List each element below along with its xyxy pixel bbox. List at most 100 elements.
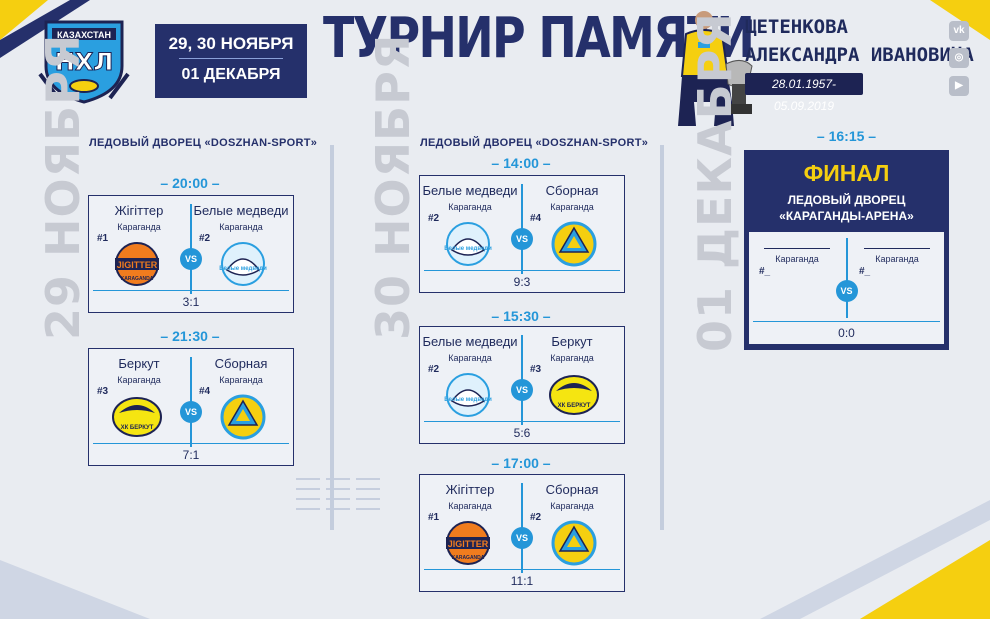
final-time: – 16:15 – bbox=[816, 128, 877, 144]
card-divider bbox=[845, 238, 848, 318]
game-time: – 21:30 – bbox=[160, 328, 220, 344]
youtube-icon[interactable]: ▶ bbox=[949, 76, 969, 96]
vs-badge: VS bbox=[511, 379, 533, 401]
column-divider bbox=[330, 145, 334, 530]
home-team-city: Караганда bbox=[117, 222, 161, 232]
player-with-cup-image bbox=[678, 11, 753, 126]
final-venue-line-1: ЛЕДОВЫЙ ДВОРЕЦ bbox=[787, 193, 906, 207]
away-team-seed: #_ bbox=[859, 266, 871, 277]
home-team-city: Караганда bbox=[448, 353, 492, 363]
away-team-city: Караганда bbox=[219, 375, 263, 385]
away-team-city: Караганда bbox=[550, 501, 594, 511]
home-team-seed: #1 bbox=[97, 233, 109, 244]
home-team-city: Караганда bbox=[117, 375, 161, 385]
away-team-name: Сборная bbox=[545, 183, 599, 198]
day-label-01-dec: 01 ДЕКАБРЯ bbox=[688, 12, 742, 352]
vs-badge: VS bbox=[835, 280, 858, 302]
berkut-logo: ХК БЕРКУТ bbox=[112, 397, 162, 437]
away-team-city: Караганда bbox=[219, 222, 263, 232]
honoree-lifespan: 28.01.1957-05.09.2019 bbox=[745, 73, 863, 113]
score-divider bbox=[753, 321, 940, 322]
home-team-placeholder bbox=[764, 248, 830, 249]
home-team-seed: #2 bbox=[428, 364, 440, 375]
zhigitter-sub-text: KARAGANDA bbox=[452, 555, 485, 561]
day1-venue: ЛЕДОВЫЙ ДВОРЕЦ «DOSZHAN-SPORT» bbox=[89, 137, 318, 149]
dates-divider bbox=[179, 58, 283, 59]
score-divider bbox=[93, 443, 289, 444]
away-team-name: Беркут bbox=[551, 334, 593, 349]
game-score: 11:1 bbox=[510, 574, 534, 588]
white-bears-text: Белые медведи bbox=[444, 246, 492, 252]
zhigitter-logo: JIGITTER KARAGANDA bbox=[115, 242, 159, 286]
zhigitter-sub-text: KARAGANDA bbox=[121, 276, 154, 282]
away-team-seed: #4 bbox=[199, 386, 211, 397]
final-card[interactable]: ФИНАЛ ЛЕДОВЫЙ ДВОРЕЦ «КАРАГАНДЫ-АРЕНА» К… bbox=[744, 150, 949, 350]
game-card[interactable]: VS Белые медведи Караганда #2 Белые медв… bbox=[419, 175, 625, 293]
score-divider bbox=[424, 270, 620, 271]
home-team-name: Белые медведи bbox=[422, 183, 518, 198]
column-divider bbox=[660, 145, 664, 530]
game-time: – 15:30 – bbox=[491, 308, 551, 324]
game-score: 7:1 bbox=[182, 448, 200, 462]
away-team-city: Караганда bbox=[550, 353, 594, 363]
dates-line-1: 29, 30 НОЯБРЯ bbox=[168, 34, 294, 53]
white-bears-text: Белые медведи bbox=[219, 266, 267, 272]
away-team-seed: #2 bbox=[530, 512, 542, 523]
berkut-logo: ХК БЕРКУТ bbox=[549, 375, 599, 415]
home-team-name: Белые медведи bbox=[422, 334, 518, 349]
home-team-name: Жігіттер bbox=[445, 482, 495, 497]
white-bears-logo: Белые медведи bbox=[444, 373, 492, 417]
score-divider bbox=[93, 290, 289, 291]
sbornaya-logo bbox=[551, 520, 597, 566]
home-team-name: Беркут bbox=[118, 356, 160, 371]
final-matchup: Караганда #_ VS Караганда #_ 0:0 bbox=[749, 232, 944, 344]
zhigitter-logo: JIGITTER KARAGANDA bbox=[446, 521, 490, 565]
game-score: 3:1 bbox=[182, 295, 200, 309]
zhigitter-text: JIGITTER bbox=[117, 260, 158, 270]
away-team-name: Белые медведи bbox=[193, 203, 289, 218]
vs-badge: VS bbox=[180, 401, 202, 423]
game-time: – 17:00 – bbox=[491, 455, 551, 471]
score-divider bbox=[424, 421, 620, 422]
white-bears-logo: Белые медведи bbox=[444, 222, 492, 266]
score-divider bbox=[424, 569, 620, 570]
white-bears-text: Белые медведи bbox=[444, 397, 492, 403]
dates-line-2: 01 ДЕКАБРЯ bbox=[181, 66, 281, 83]
vk-icon[interactable]: vk bbox=[949, 21, 969, 41]
home-team-seed: #2 bbox=[428, 213, 440, 224]
home-team-seed: #3 bbox=[97, 386, 109, 397]
home-team-seed: #_ bbox=[759, 266, 771, 277]
game-time: – 20:00 – bbox=[160, 175, 220, 191]
game-score: 9:3 bbox=[513, 275, 531, 289]
final-venue: ЛЕДОВЫЙ ДВОРЕЦ «КАРАГАНДЫ-АРЕНА» bbox=[744, 192, 949, 224]
game-card[interactable]: VS Белые медведи Караганда #2 Белые медв… bbox=[419, 326, 625, 444]
game-card[interactable]: VS Жігіттер Караганда #1 JIGITTER KARAGA… bbox=[88, 195, 294, 313]
away-team-seed: #2 bbox=[199, 233, 211, 244]
home-team-name: Жігіттер bbox=[114, 203, 164, 218]
vs-badge: VS bbox=[180, 248, 202, 270]
away-team-placeholder bbox=[864, 248, 930, 249]
honoree-name-line-2: АЛЕКСАНДРА ИВАНОВИЧА bbox=[745, 44, 974, 66]
tournament-dates: 29, 30 НОЯБРЯ 01 ДЕКАБРЯ bbox=[155, 24, 307, 98]
final-score: 0:0 bbox=[838, 326, 855, 340]
day-label-29-nov: 29 НОЯБРЯ bbox=[36, 33, 90, 340]
berkut-text: ХК БЕРКУТ bbox=[558, 403, 591, 409]
zhigitter-text: JIGITTER bbox=[448, 539, 489, 549]
game-card[interactable]: VS Беркут Караганда #3 ХК БЕРКУТ Сборная… bbox=[88, 348, 294, 466]
final-venue-line-2: «КАРАГАНДЫ-АРЕНА» bbox=[779, 209, 914, 223]
instagram-icon[interactable]: ◎ bbox=[949, 48, 969, 68]
logo-main-text: НХЛ bbox=[55, 48, 114, 76]
day-label-30-nov: 30 НОЯБРЯ bbox=[366, 33, 420, 340]
berkut-text: ХК БЕРКУТ bbox=[121, 425, 154, 431]
game-time: – 14:00 – bbox=[491, 155, 551, 171]
sbornaya-logo bbox=[220, 394, 266, 440]
away-team-name: Сборная bbox=[545, 482, 599, 497]
logo-top-text: КАЗАХСТАН bbox=[57, 30, 111, 40]
white-bears-logo: Белые медведи bbox=[219, 242, 267, 286]
day2-venue: ЛЕДОВЫЙ ДВОРЕЦ «DOSZHAN-SPORT» bbox=[420, 137, 649, 149]
away-team-name: Сборная bbox=[214, 356, 268, 371]
away-team-city: Караганда bbox=[550, 202, 594, 212]
home-team-city: Караганда bbox=[448, 501, 492, 511]
game-card[interactable]: VS Жігіттер Караганда #1 JIGITTER KARAGA… bbox=[419, 474, 625, 592]
